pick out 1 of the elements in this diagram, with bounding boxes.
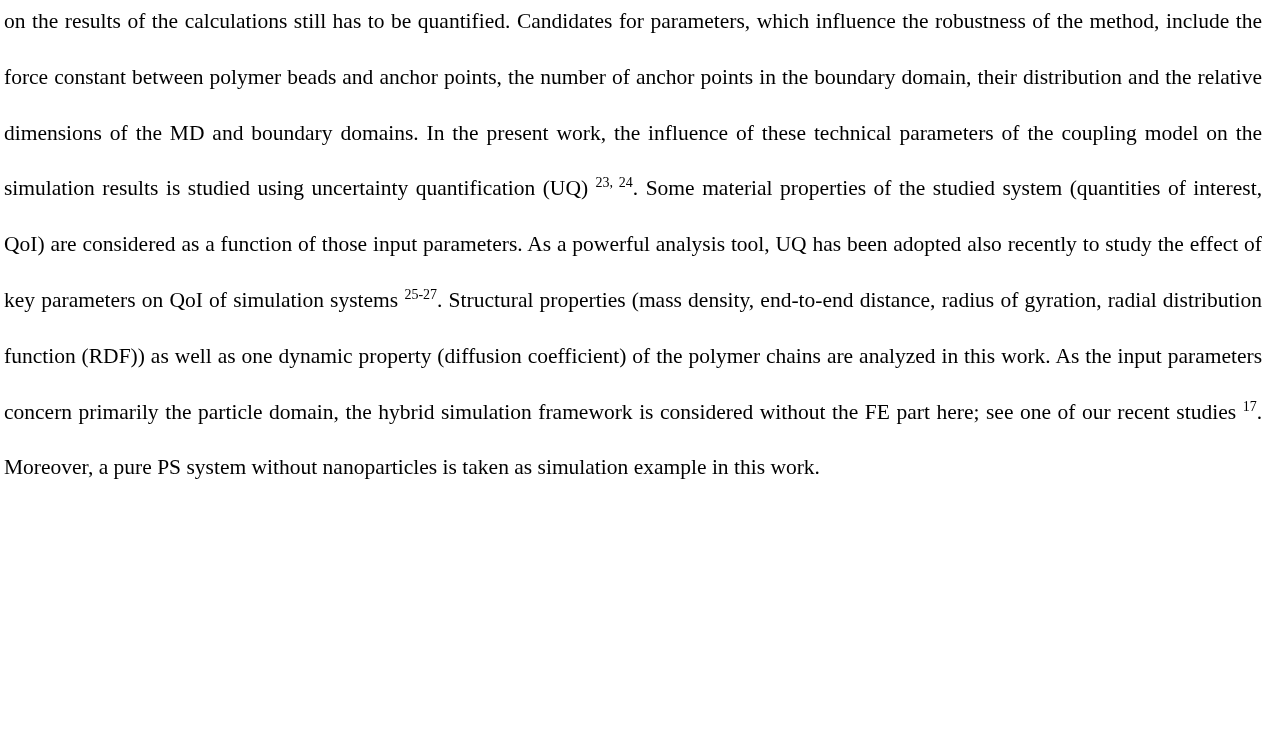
body-paragraph: on the results of the calculations still has to be quantified. Candidates for parameters, which influence the robustness of the method, include the force constant between polymer beads and anchor points, the number of anchor points in the boundary domain, their distribution and the relative dimensions of the MD and boundary domains. In the present work, the influence of these technical parameters of the coupling model on the simulation results is studied using uncertainty quantification (UQ) $^{23, 24}$. Some material properties of the studied system (quantities of interest, QoI) are considered as a function of those input parameters. As a powerful analysis tool, UQ has been adopted also recently to study the effect of key parameters on QoI of simulation systems $^{25-27}$. Structural properties (mass density, end-to-end distance, radius of gyration, radial distribution function (RDF)) as well as one dynamic property (diffusion coefficient) of the polymer chains are analyzed in this work. As the input parameters concern primarily the particle domain, the hybrid simulation framework is considered without the FE part here; see one of our recent studies $^{17}$. Moreover, a pure PS system without nanoparticles is taken as simulation example in this work. — [4, 8, 1262, 482]
